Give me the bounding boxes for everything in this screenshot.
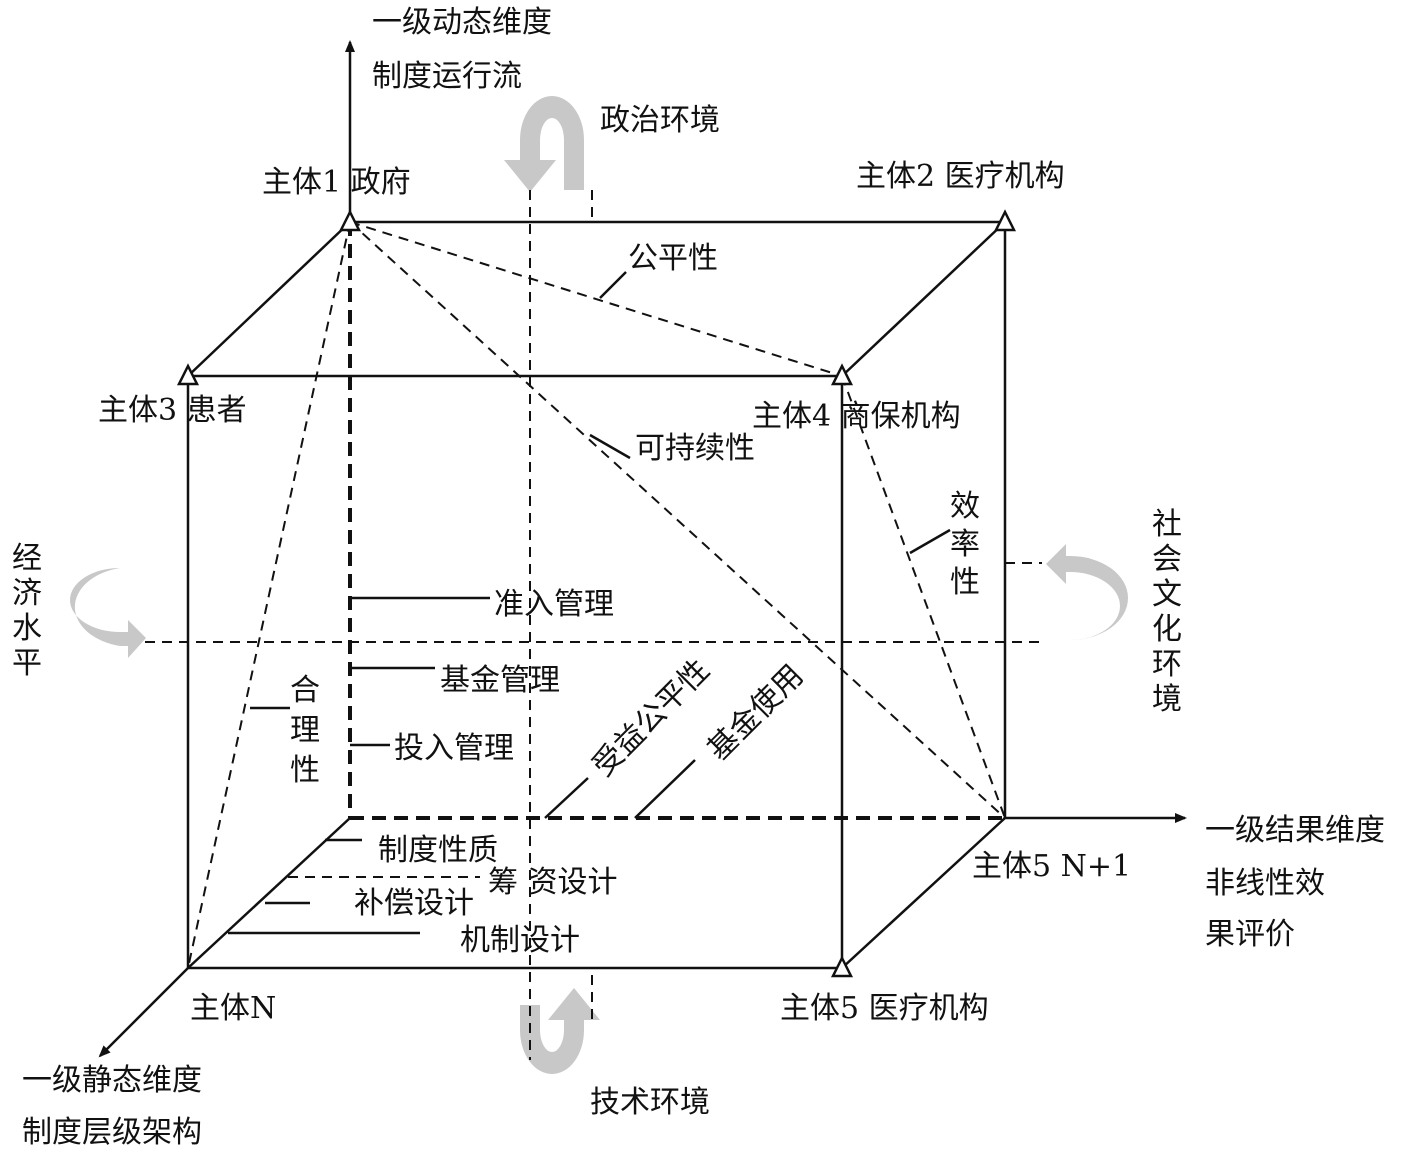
front-axis-label-2: 制度层级架构 [22,1115,202,1150]
cube-edges [186,220,1007,970]
rationality-char: 性 [290,753,320,788]
node-marker-p1 [338,209,362,232]
social-char: 境 [1152,682,1182,717]
economic-char: 水 [12,611,42,646]
vertical-axis-label-1: 一级动态维度 [372,5,552,40]
node-label-p3: 主体3 患者 [98,393,247,428]
front-axis-label-1: 一级静态维度 [22,1063,202,1098]
rationality-char: 合 [290,673,320,708]
social-char: 环 [1152,647,1182,682]
node-label-p1: 主体1 政府 [262,165,411,200]
right-axis-label-1: 一级结果维度 [1205,813,1385,848]
efficiency-label: 效 率 性 [950,489,980,600]
rationality-char: 理 [290,713,320,748]
node-marker-p5 [830,955,854,978]
compensation-design-label: 补偿设计 [354,886,474,921]
node-label-pn: 主体N [190,991,276,1026]
node-marker-p4 [830,363,854,386]
economic-char: 经 [12,541,42,576]
economic-environment-label: 经 济 水 平 [12,541,42,681]
social-environment-label: 社 会 文 化 环 境 [1152,507,1182,717]
economic-char: 平 [12,646,42,681]
financing-design-label: 筹 资设计 [488,865,618,900]
leader-lines [228,271,951,935]
input-management-label: 投入管理 [394,731,514,766]
fairness-label: 公平性 [628,241,718,276]
social-char: 社 [1152,507,1182,542]
node-label-p4: 主体4 商保机构 [752,399,961,434]
institution-nature-label: 制度性质 [378,833,498,868]
access-management-label: 准入管理 [494,587,614,622]
efficiency-char: 性 [950,565,980,600]
vertical-axis-label-2: 制度运行流 [372,59,522,94]
fund-management-label: 基金管理 [440,663,560,698]
front-axis [98,967,189,1058]
social-char: 文 [1152,577,1182,612]
economic-char: 济 [12,576,42,611]
right-axis-label-2: 非线性效 [1205,866,1325,901]
rationality-label: 合 理 性 [290,673,320,788]
social-char: 会 [1152,542,1182,577]
social-environment-arrow-icon [1042,544,1128,640]
node-marker-p2 [993,209,1017,232]
dashed-relations [145,190,1042,1060]
efficiency-char: 率 [950,527,980,562]
political-environment-arrow-icon [504,96,584,192]
node-label-p5n1: 主体5 N+1 [972,849,1131,884]
political-environment-label: 政治环境 [600,103,720,138]
tech-environment-label: 技术环境 [590,1085,710,1120]
benefit-fairness-label: 受益公平性 [586,653,717,784]
node-label-p2: 主体2 医疗机构 [856,159,1065,194]
node-label-p5: 主体5 医疗机构 [780,991,989,1026]
social-char: 化 [1152,612,1182,647]
economic-environment-arrow-icon [70,568,146,658]
node-marker-p3 [176,363,200,386]
sustainability-label: 可持续性 [635,431,755,466]
tech-environment-arrow-icon [520,988,600,1074]
efficiency-char: 效 [950,489,980,524]
fund-use-label: 基金使用 [701,658,811,768]
right-axis-label-3: 果评价 [1205,917,1295,952]
mechanism-design-label: 机制设计 [460,923,580,958]
